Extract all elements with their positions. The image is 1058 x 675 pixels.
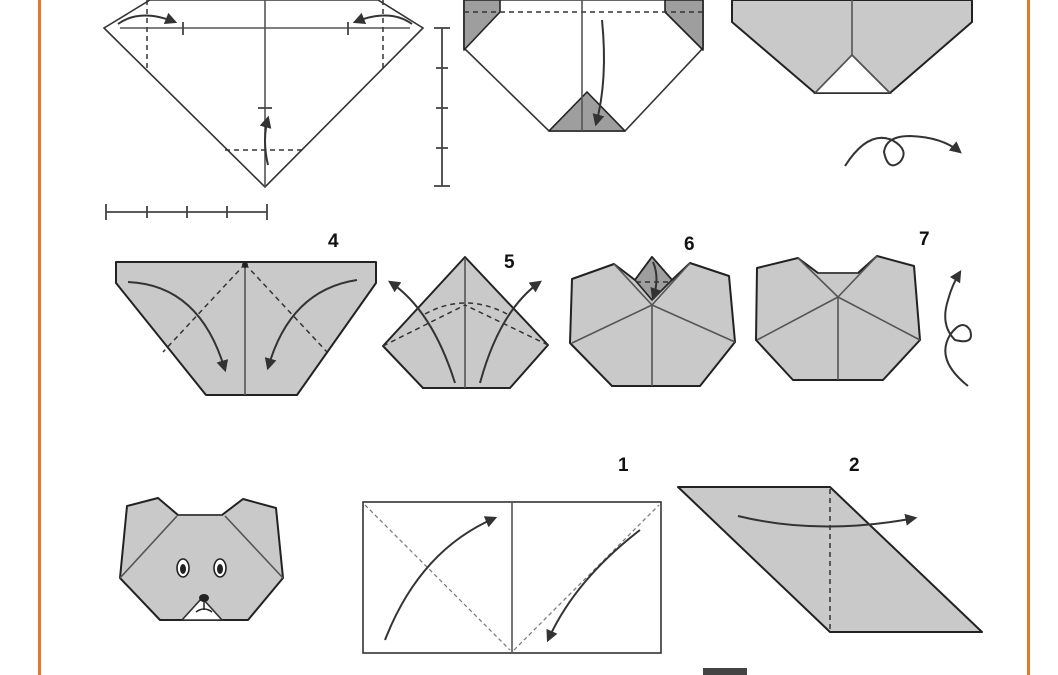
step-3b-corner-folds-diagram: [463, 0, 704, 132]
step-2-label: 2: [849, 455, 860, 476]
step-1-diagram: [362, 501, 662, 654]
left-frame-border: [38, 0, 41, 675]
step-7-label: 7: [919, 229, 930, 250]
step-4-label: 4: [328, 231, 339, 252]
step-7-diagram: [755, 255, 921, 381]
step-6-label: 6: [684, 234, 695, 255]
step-5-label: 5: [504, 252, 515, 273]
step-2-diagram: [677, 486, 983, 633]
step-6-diagram: [569, 256, 736, 387]
cropped-diagram-fragment: [703, 668, 747, 675]
step-3-diamond-diagram: [102, 0, 450, 220]
step-5-diagram: [382, 256, 549, 389]
right-frame-border: [1027, 0, 1030, 675]
turn-over-arrow-icon: [844, 134, 962, 167]
finished-dog-face-diagram: [119, 497, 284, 621]
turn-over-arrow-icon: [944, 269, 972, 387]
step-3c-folded-head-diagram: [731, 0, 973, 94]
step-4-diagram: [115, 261, 377, 396]
step-1-label: 1: [618, 455, 629, 476]
